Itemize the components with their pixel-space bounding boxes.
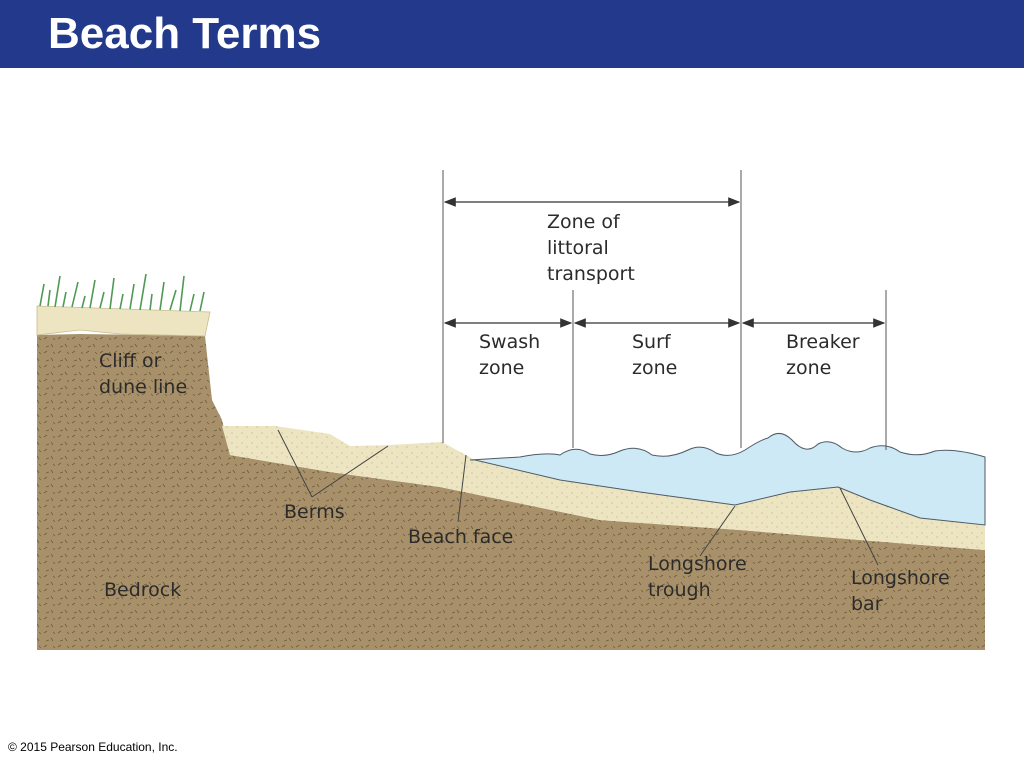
- label-beach-face: Beach face: [408, 526, 513, 548]
- label-bedrock: Bedrock: [104, 579, 181, 601]
- label-swash-zone: Swash zone: [479, 331, 546, 379]
- grass-tufts: [39, 273, 205, 312]
- leader-lines: [277, 429, 879, 566]
- copyright-notice: © 2015 Pearson Education, Inc.: [8, 740, 178, 754]
- zone-boundary-lines: [442, 170, 887, 450]
- label-breaker-zone: Breaker zone: [786, 331, 866, 379]
- beach-sand: [222, 426, 985, 550]
- zone-arrows: [443, 197, 886, 328]
- label-longshore-bar: Longshore bar: [851, 567, 956, 615]
- title-bar: Beach Terms: [0, 0, 1024, 68]
- label-cliff-or-dune-line: Cliff or dune line: [99, 350, 187, 398]
- cliff-top-sand: [36, 305, 211, 337]
- slide-title: Beach Terms: [48, 9, 322, 58]
- bedrock-layer: [37, 334, 985, 650]
- water: [469, 433, 986, 526]
- label-zone-of-littoral-transport: Zone of littoral transport: [547, 211, 635, 285]
- label-berms: Berms: [284, 501, 345, 523]
- label-surf-zone: Surf zone: [632, 331, 677, 379]
- label-longshore-trough: Longshore trough: [648, 553, 753, 601]
